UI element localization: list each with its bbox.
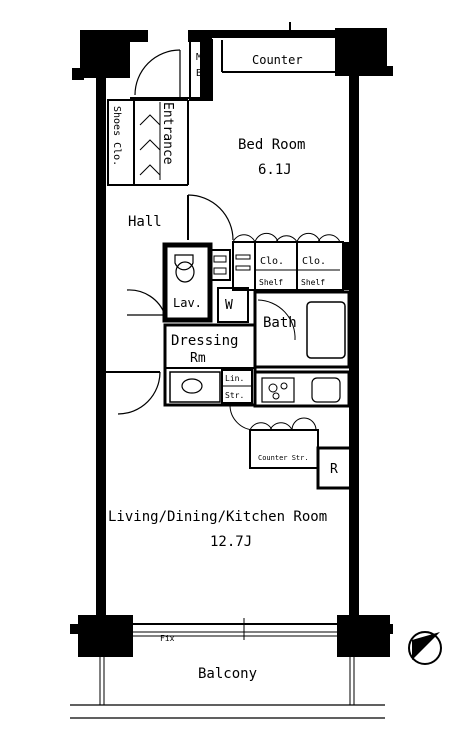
label-bedroom: Bed Room [238,137,305,153]
label-ldk: Living/Dining/Kitchen Room [108,509,327,525]
label-closet-2: Clo. [302,256,326,267]
entrance-door [130,49,200,99]
label-ldk-size: 12.7J [210,534,252,550]
label-shelf-1: Shelf [259,278,283,287]
label-closet-1: Clo. [260,256,284,267]
column-bottom-right [337,615,390,657]
label-shelf-2: Shelf [301,278,325,287]
wall-right [349,76,359,616]
label-bath: Bath [263,315,297,331]
label-refrigerator: R [330,462,338,477]
wall-nub-right [385,66,393,76]
balcony-area [70,618,385,719]
kitchen [229,370,351,431]
entrance-area [107,99,189,186]
wall-top-left [130,30,148,42]
wall-closet-right [343,242,349,290]
ldk-door [106,371,161,415]
label-entrance: Entrance [160,102,175,165]
label-dressing-rm: Rm [190,351,206,366]
label-lavatory: Lav. [173,296,202,310]
label-balcony: Balcony [198,666,257,682]
label-bedroom-size: 6.1J [258,162,292,178]
wall-left [96,78,106,618]
label-counter-storage: Counter Str. [258,454,309,462]
bedroom-door [187,194,234,241]
lavatory [162,242,231,323]
label-linen: Lin. [225,374,244,383]
wall-bottom-right-nub [385,624,393,634]
hall-door [126,289,166,316]
wall-nub-left [72,68,84,80]
column-bottom-left [78,615,133,657]
walls [70,28,393,657]
dressing-room [163,323,257,407]
counter-area [189,22,335,101]
north-arrow-icon [408,631,442,665]
label-mb-m: M [196,52,202,63]
washer [217,287,249,323]
bedroom-closets [232,233,344,291]
column-top-left [80,30,130,78]
wall-top [212,30,337,38]
label-storage: Str. [225,391,244,400]
label-dressing: Dressing [171,333,238,349]
label-shoes-closet: Shoes Clo. [111,106,122,166]
label-hall: Hall [128,214,162,230]
column-top-right [335,28,387,76]
label-washer: W [225,298,233,313]
label-mb-b: B [196,68,202,79]
counter-storage [249,417,356,490]
label-counter: Counter [252,53,303,67]
wall-mb [200,30,212,100]
label-fix-window: Fix [160,634,175,643]
wall-bottom-left-nub [70,624,84,634]
